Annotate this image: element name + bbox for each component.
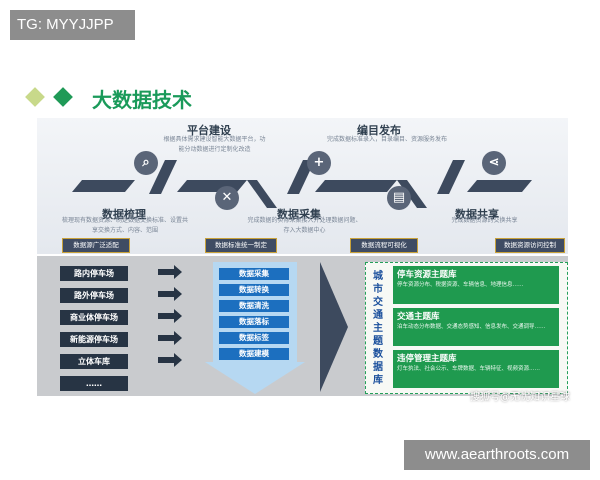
platform-build-title: 平台建设 <box>187 124 231 137</box>
subject-desc: 停车资源分布、税据资源、车辆信息、地理信息…… <box>397 282 524 288</box>
page-title: 大数据技术 <box>92 88 192 112</box>
source-item: 商业体停车场 <box>60 310 128 325</box>
process-step: 数据建模 <box>219 348 289 360</box>
subject-desc: 灯车执法、社会公示、车牌数据、车辆特征、视频资源…… <box>397 366 541 372</box>
source-item: …… <box>60 376 128 391</box>
subject-library: 停车资源主题库 停车资源分布、税据资源、车辆信息、地理信息…… <box>393 266 559 304</box>
subject-library: 交通主题库 泊车动态分布数据、交通态势感知、信息发布、交通调导…… <box>393 308 559 346</box>
tag-flow-visual: 数据流程可视化 <box>350 238 418 253</box>
data-collection-title: 数据采集 <box>277 208 321 221</box>
data-collection-desc: 完成数据的实际采集接入并处理数据问题、存入大数据中心 <box>247 217 362 234</box>
process-step: 数据采集 <box>219 268 289 280</box>
document-icon: ▤ <box>387 186 411 210</box>
source-item: 路外停车场 <box>60 288 128 303</box>
process-step: 数据清洗 <box>219 300 289 312</box>
source-item: 路内停车场 <box>60 266 128 281</box>
data-sharing-desc: 完成数据资源的交换共享 <box>451 217 518 224</box>
watermark-top-left: TG: MYYJJPP <box>10 10 135 40</box>
process-arrow-shape <box>205 262 305 394</box>
tag-standard-unify: 数据标准统一制定 <box>205 238 277 253</box>
data-sorting-title: 数据梳理 <box>102 208 146 221</box>
source-item: 立体车库 <box>60 354 128 369</box>
subject-title: 违停管理主题库 <box>397 354 457 364</box>
chevron-right-icon <box>320 262 348 392</box>
tag-access-control: 数据资源访问控制 <box>495 238 565 253</box>
search-icon: ⌕ <box>134 151 158 175</box>
process-step: 数据转换 <box>219 284 289 296</box>
light-diamond-icon <box>25 87 45 107</box>
share-icon: ⋖ <box>482 151 506 175</box>
subject-library: 违停管理主题库 灯车执法、社会公示、车牌数据、车辆特征、视频资源…… <box>393 350 559 388</box>
process-step: 数据落标 <box>219 316 289 328</box>
catalog-publish-title: 编目发布 <box>357 124 401 137</box>
source-item: 新能源停车场 <box>60 332 128 347</box>
process-step: 数据标签 <box>219 332 289 344</box>
subject-desc: 泊车动态分布数据、交通态势感知、信息发布、交通调导…… <box>397 324 546 330</box>
dark-diamond-icon <box>53 87 73 107</box>
plus-icon: + <box>307 151 331 175</box>
tag-source-adapt: 数据源广泛适配 <box>62 238 130 253</box>
subject-title: 停车资源主题库 <box>397 270 457 280</box>
pipeline-panel: 平台建设 根据具体需求建设智能大数据平台，功能分动数据进行定制化改造 编目发布 … <box>37 118 568 254</box>
platform-build-desc: 根据具体需求建设智能大数据平台，功能分动数据进行定制化改造 <box>163 136 266 153</box>
arrow-icons <box>158 265 182 367</box>
catalog-publish-desc: 完成数据标准录入，目录编目、资源服务发布 <box>327 136 448 143</box>
tools-icon: ✕ <box>215 186 239 210</box>
database-title: 城市交通主题数据库 <box>373 271 383 386</box>
subject-title: 交通主题库 <box>397 312 440 322</box>
data-sorting-desc: 梳理现有数据资源、制定数据交换标准、设置共享交换方式、内容、范围 <box>61 217 188 234</box>
source-watermark: 搜狐号@无忧知识星球 <box>470 392 570 403</box>
watermark-bottom-right: www.aearthroots.com <box>404 440 590 470</box>
data-sharing-title: 数据共享 <box>455 208 499 221</box>
